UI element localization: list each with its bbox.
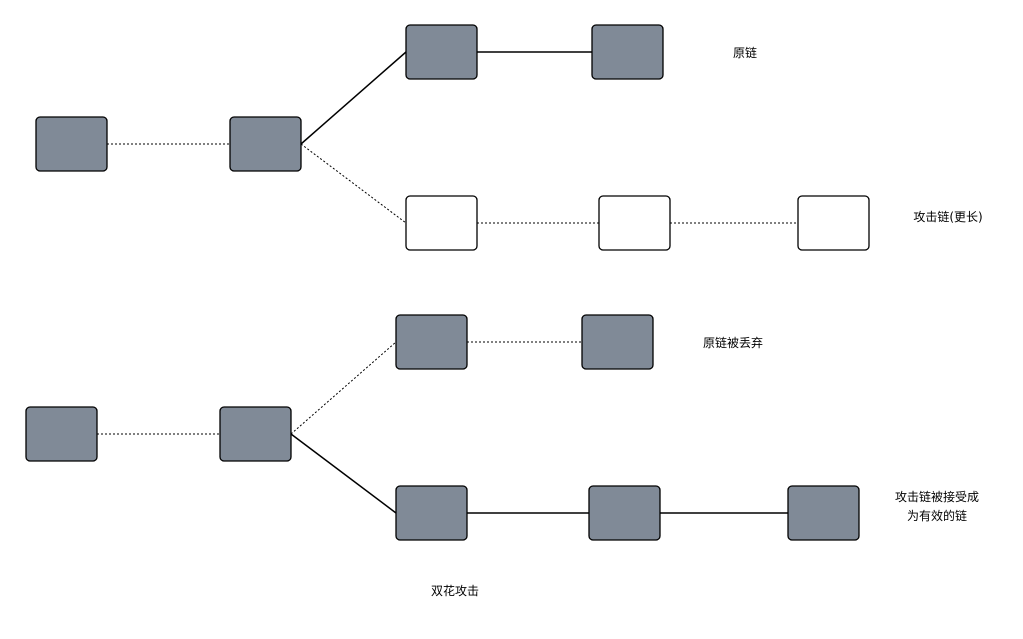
label-original-chain-discarded: 原链被丢弃: [703, 335, 763, 350]
label-attack-chain-longer: 攻击链(更长): [913, 209, 982, 224]
label-attack-chain-accepted-line2: 为有效的链: [907, 508, 967, 523]
bottom-edge-fork-up-dotted: [290, 341, 397, 435]
top-edge-fork-down-dotted: [300, 143, 407, 224]
bottom-original-block-1: [395, 314, 468, 370]
diagram-caption: 双花攻击: [431, 583, 479, 598]
bottom-scenario: 原链被丢弃 攻击链被接受成 为有效的链: [25, 314, 979, 541]
top-block-1: [35, 116, 108, 172]
bottom-attack-block-3: [787, 485, 860, 541]
label-attack-chain-accepted-line1: 攻击链被接受成: [895, 489, 979, 504]
top-edge-fork-up-solid: [300, 51, 407, 145]
top-original-block-2: [591, 24, 664, 80]
top-attack-block-3: [797, 195, 870, 251]
top-original-block-1: [405, 24, 478, 80]
bottom-block-2: [219, 406, 292, 462]
bottom-block-1: [25, 406, 98, 462]
bottom-original-block-2: [581, 314, 654, 370]
label-original-chain: 原链: [733, 45, 757, 60]
top-scenario: 原链 攻击链(更长): [35, 24, 983, 251]
bottom-attack-block-2: [588, 485, 661, 541]
top-block-2: [229, 116, 302, 172]
top-attack-block-1: [405, 195, 478, 251]
bottom-attack-block-1: [395, 485, 468, 541]
top-attack-block-2: [598, 195, 671, 251]
bottom-edge-fork-down-solid: [290, 433, 397, 514]
